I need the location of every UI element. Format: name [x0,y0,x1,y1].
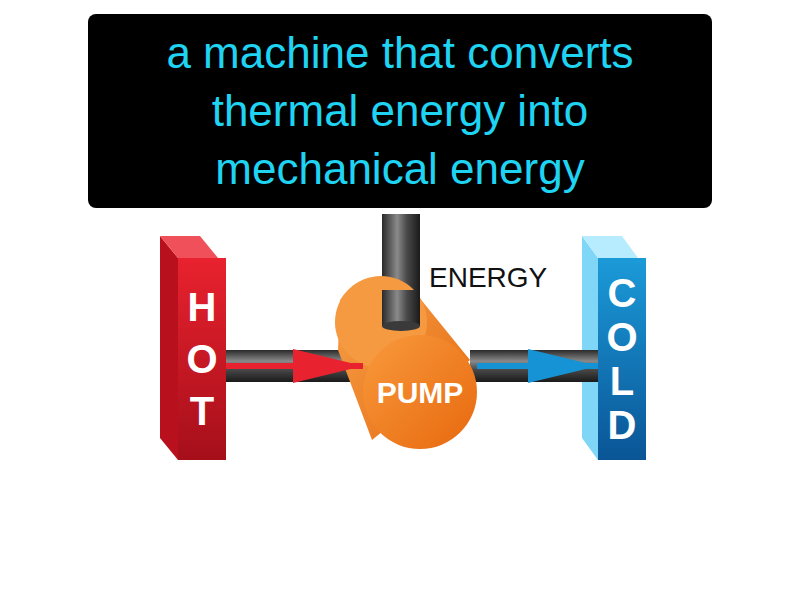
node-text: HOT [182,281,222,437]
cold-slab-top [582,236,638,258]
energy-label: ENERGY [429,262,547,294]
node-text: COLD [602,271,642,447]
energy-shaft [382,214,420,326]
title-box: a machine that converts thermal energy i… [88,14,712,208]
node-text: PUMP [377,376,464,409]
hot-reservoir: HOT [178,258,226,460]
flow-arrow [477,349,598,383]
cold-pipe [470,350,598,382]
cold-reservoir: COLD [598,258,646,460]
title: a machine that converts thermal energy i… [100,24,700,198]
pump-cylinder: PUMP [363,335,477,449]
cold-slab-side [582,236,598,460]
energy-shaft-end [382,290,420,326]
flow-arrow [226,349,363,383]
energy-shaft-cap [382,321,420,331]
hot-slab-top [160,236,218,258]
hot-slab-side [160,236,178,460]
